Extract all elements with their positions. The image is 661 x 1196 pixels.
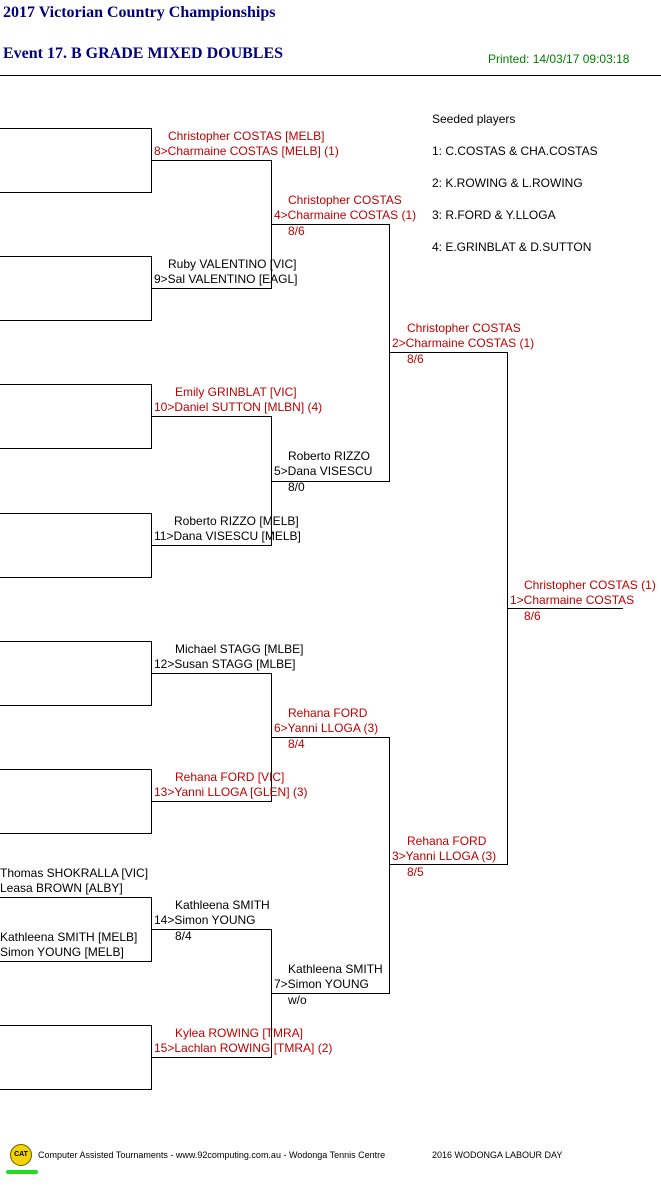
entrant-name: Simon YOUNG [MELB]: [0, 945, 124, 959]
logo-underline: [6, 1170, 38, 1174]
seed-item: 4: E.GRINBLAT & D.SUTTON: [432, 240, 592, 254]
r1-score: 8/4: [175, 929, 192, 943]
r2-player-a: Rehana FORD: [288, 706, 368, 720]
r2-player-b: 5>Dana VISESCU: [274, 464, 373, 478]
seeds-heading: Seeded players: [432, 112, 516, 126]
r3-score: 8/6: [407, 352, 424, 366]
r2-player-b: 6>Yanni LLOGA (3): [274, 721, 379, 735]
r3-player-b: 2>Charmaine COSTAS (1): [392, 336, 535, 350]
r3-player-a: Christopher COSTAS: [407, 321, 521, 335]
header-divider: [0, 75, 661, 76]
r2-player-b: 7>Simon YOUNG: [274, 977, 369, 991]
r1-player-a: Roberto RIZZO [MELB]: [174, 514, 299, 528]
r1-player-b: 10>Daniel SUTTON [MLBN] (4): [154, 400, 323, 414]
r1-player-a: Ruby VALENTINO [VIC]: [168, 257, 297, 271]
r2-score: 8/4: [288, 737, 305, 751]
r2-player-b: 4>Charmaine COSTAS (1): [274, 208, 417, 222]
entrant-name: Leasa BROWN [ALBY]: [0, 881, 123, 895]
r3-score: 8/5: [407, 865, 424, 879]
seed-item: 2: K.ROWING & L.ROWING: [432, 176, 583, 190]
r1-player-a: Rehana FORD [VIC]: [175, 770, 285, 784]
footer-credit: Computer Assisted Tournaments - www.92co…: [38, 1150, 386, 1160]
r2-player-a: Kathleena SMITH: [288, 962, 383, 976]
tournament-title: 2017 Victorian Country Championships: [3, 4, 276, 21]
r1-player-b: 12>Susan STAGG [MLBE]: [154, 657, 296, 671]
winner-player-b: 1>Charmaine COSTAS: [510, 593, 635, 607]
r1-player-a: Kathleena SMITH: [175, 898, 270, 912]
event-title: Event 17. B GRADE MIXED DOUBLES: [3, 45, 284, 62]
r1-player-a: Christopher COSTAS [MELB]: [168, 129, 325, 143]
entrant-name: Thomas SHOKRALLA [VIC]: [0, 866, 149, 880]
winner-player-a: Christopher COSTAS (1): [524, 578, 656, 592]
r3-player-b: 3>Yanni LLOGA (3): [392, 849, 497, 863]
cat-logo-icon: CAT: [10, 1144, 32, 1166]
r2-player-a: Roberto RIZZO: [288, 449, 371, 463]
printed-timestamp: Printed: 14/03/17 09:03:18: [488, 52, 630, 66]
r1-player-b: 9>Sal VALENTINO [EAGL]: [154, 272, 298, 286]
r1-player-a: Michael STAGG [MLBE]: [175, 642, 304, 656]
r1-player-a: Kylea ROWING [TMRA]: [175, 1026, 304, 1040]
r3-player-a: Rehana FORD: [407, 834, 487, 848]
winner-score: 8/6: [524, 609, 541, 623]
r2-score: 8/6: [288, 224, 305, 238]
r2-score: 8/0: [288, 480, 305, 494]
entrant-name: Kathleena SMITH [MELB]: [0, 930, 138, 944]
r2-score: w/o: [288, 993, 307, 1007]
r1-player-b: 15>Lachlan ROWING [TMRA] (2): [154, 1041, 333, 1055]
r1-player-b: 11>Dana VISESCU [MELB]: [154, 529, 301, 543]
footer-event-name: 2016 WODONGA LABOUR DAY: [432, 1150, 563, 1160]
r1-player-b: 14>Simon YOUNG: [154, 913, 256, 927]
seed-item: 1: C.COSTAS & CHA.COSTAS: [432, 144, 598, 158]
r1-player-b: 13>Yanni LLOGA [GLEN] (3): [154, 785, 308, 799]
r1-player-a: Emily GRINBLAT [VIC]: [175, 385, 297, 399]
r2-player-a: Christopher COSTAS: [288, 193, 402, 207]
seed-item: 3: R.FORD & Y.LLOGA: [432, 208, 556, 222]
r1-player-b: 8>Charmaine COSTAS [MELB] (1): [154, 144, 339, 158]
